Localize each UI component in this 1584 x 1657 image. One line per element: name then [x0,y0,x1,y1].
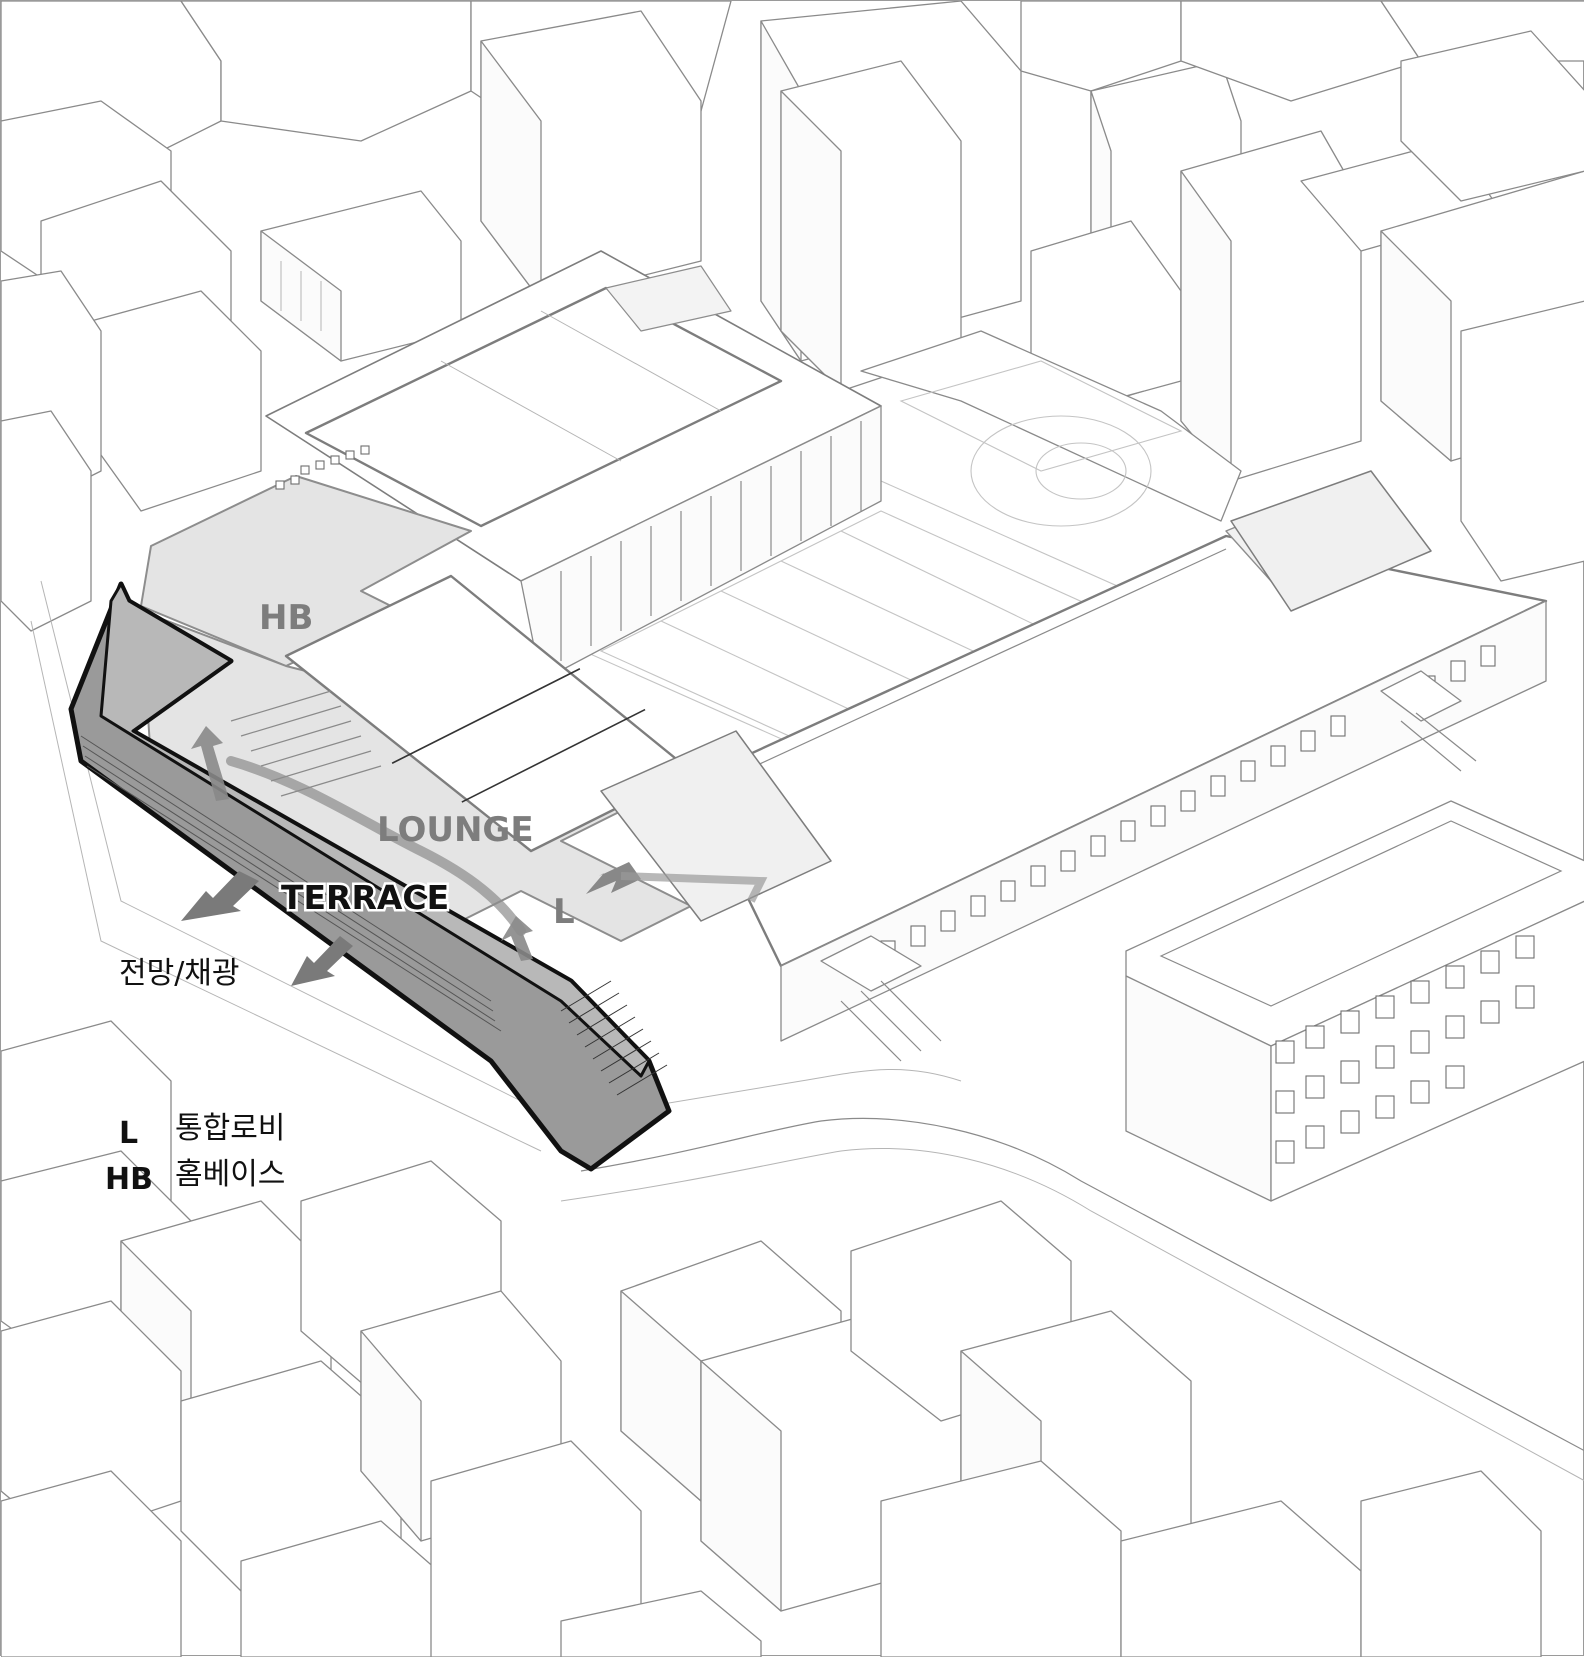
label-lobby: L [553,892,575,932]
arrow-up-icon [501,916,533,961]
main-block-windows [880,645,1496,962]
arrow-path-lobby [620,872,768,903]
arrow-left-down-icon [181,871,259,921]
restroom-fixtures-top [275,445,370,490]
school-building-right [1125,800,1584,1202]
legend-key-lobby: L [119,1116,138,1151]
legend-text-homebase: 홈베이스 [175,1157,285,1192]
gym-block [265,250,882,682]
view-light-arrows [181,871,353,986]
legend-text-lobby: 통합로비 [175,1111,285,1146]
terrace-stairs [560,980,668,1096]
terrace-path [68,581,672,1172]
label-terrace: TERRACE [281,878,449,917]
site-ground [30,330,1242,1152]
school-windows [1275,935,1535,1164]
lounge-bleachers [230,690,382,797]
arrow-left-icon [586,862,641,894]
arrow-path-lounge [226,756,526,936]
context-buildings-bottom [1,1020,1584,1657]
circulation-arrows [191,726,768,961]
terrace-top-surface [99,582,651,1078]
arrow-up-icon [191,726,229,801]
grey-floor-plate [140,445,1432,942]
context-buildings-top [1,1,1584,632]
label-homebase: HB [259,598,313,638]
label-view-light: 전망/채광 [119,956,240,991]
legend-key-homebase: HB [105,1162,153,1197]
label-lounge: LOUNGE [377,810,534,850]
terrace-facade-hatch [80,735,502,1032]
arrow-left-down-icon [291,936,353,986]
legend: L 통합로비 HB 홈베이스 [105,1111,285,1197]
gym-facade-mullions [560,421,862,661]
